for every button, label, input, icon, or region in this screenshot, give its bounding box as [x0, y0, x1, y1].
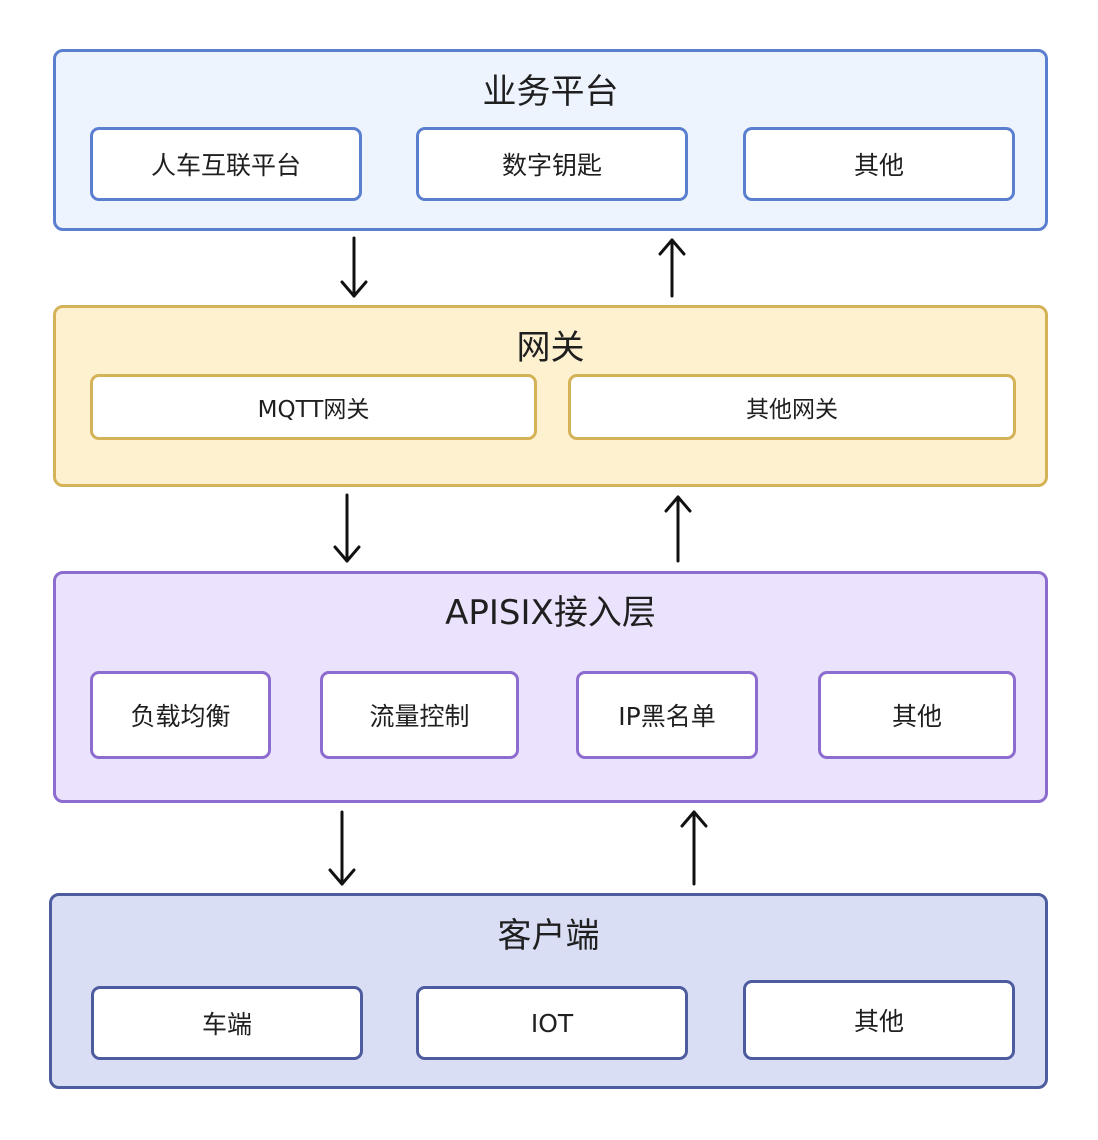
- apisix-item-traffic-control[interactable]: 流量控制: [320, 671, 519, 759]
- client-item-label: 车端: [201, 1010, 252, 1039]
- client-item-other[interactable]: 其他: [743, 980, 1015, 1060]
- gateway-item-label: MQTT网关: [257, 397, 370, 423]
- business-item-label: 其他: [853, 151, 904, 180]
- apisix-item-label: 其他: [891, 702, 942, 731]
- gateway-layer: 网关 MQTT网关 其他网关: [53, 305, 1048, 487]
- business-item-digital-key[interactable]: 数字钥匙: [416, 127, 688, 201]
- business-platform-title: 业务平台: [482, 72, 619, 112]
- apisix-item-load-balancing[interactable]: 负载均衡: [90, 671, 271, 759]
- arrow-up-apisix-to-gateway: [664, 495, 692, 563]
- business-item-other[interactable]: 其他: [743, 127, 1015, 201]
- arrow-down-business-to-gateway: [340, 236, 368, 298]
- gateway-title: 网关: [516, 328, 585, 368]
- arrow-down-apisix-to-client: [328, 810, 356, 886]
- client-item-label: 其他: [853, 1007, 904, 1036]
- business-platform-layer: 业务平台 人车互联平台 数字钥匙 其他: [53, 49, 1048, 231]
- apisix-title: APISIX接入层: [445, 593, 656, 633]
- apisix-item-label: 流量控制: [369, 702, 470, 731]
- arrow-up-gateway-to-business: [658, 238, 686, 298]
- arrow-up-client-to-apisix: [680, 810, 708, 886]
- apisix-item-ip-blacklist[interactable]: IP黑名单: [576, 671, 758, 759]
- client-item-label: IOT: [530, 1008, 574, 1038]
- gateway-item-other[interactable]: 其他网关: [568, 374, 1016, 440]
- apisix-item-other[interactable]: 其他: [818, 671, 1016, 759]
- gateway-item-label: 其他网关: [746, 397, 838, 423]
- client-item-iot[interactable]: IOT: [416, 986, 688, 1060]
- business-item-label: 人车互联平台: [150, 151, 301, 180]
- apisix-item-label: IP黑名单: [618, 702, 716, 731]
- client-title: 客户端: [497, 916, 600, 956]
- business-item-label: 数字钥匙: [501, 151, 602, 180]
- apisix-layer: APISIX接入层 负载均衡 流量控制 IP黑名单 其他: [53, 571, 1048, 803]
- apisix-item-label: 负载均衡: [130, 702, 231, 731]
- client-layer: 客户端 车端 IOT 其他: [49, 893, 1048, 1089]
- gateway-item-mqtt[interactable]: MQTT网关: [90, 374, 537, 440]
- business-item-vehicle-platform[interactable]: 人车互联平台: [90, 127, 362, 201]
- client-item-vehicle[interactable]: 车端: [91, 986, 363, 1060]
- arrow-down-gateway-to-apisix: [333, 493, 361, 563]
